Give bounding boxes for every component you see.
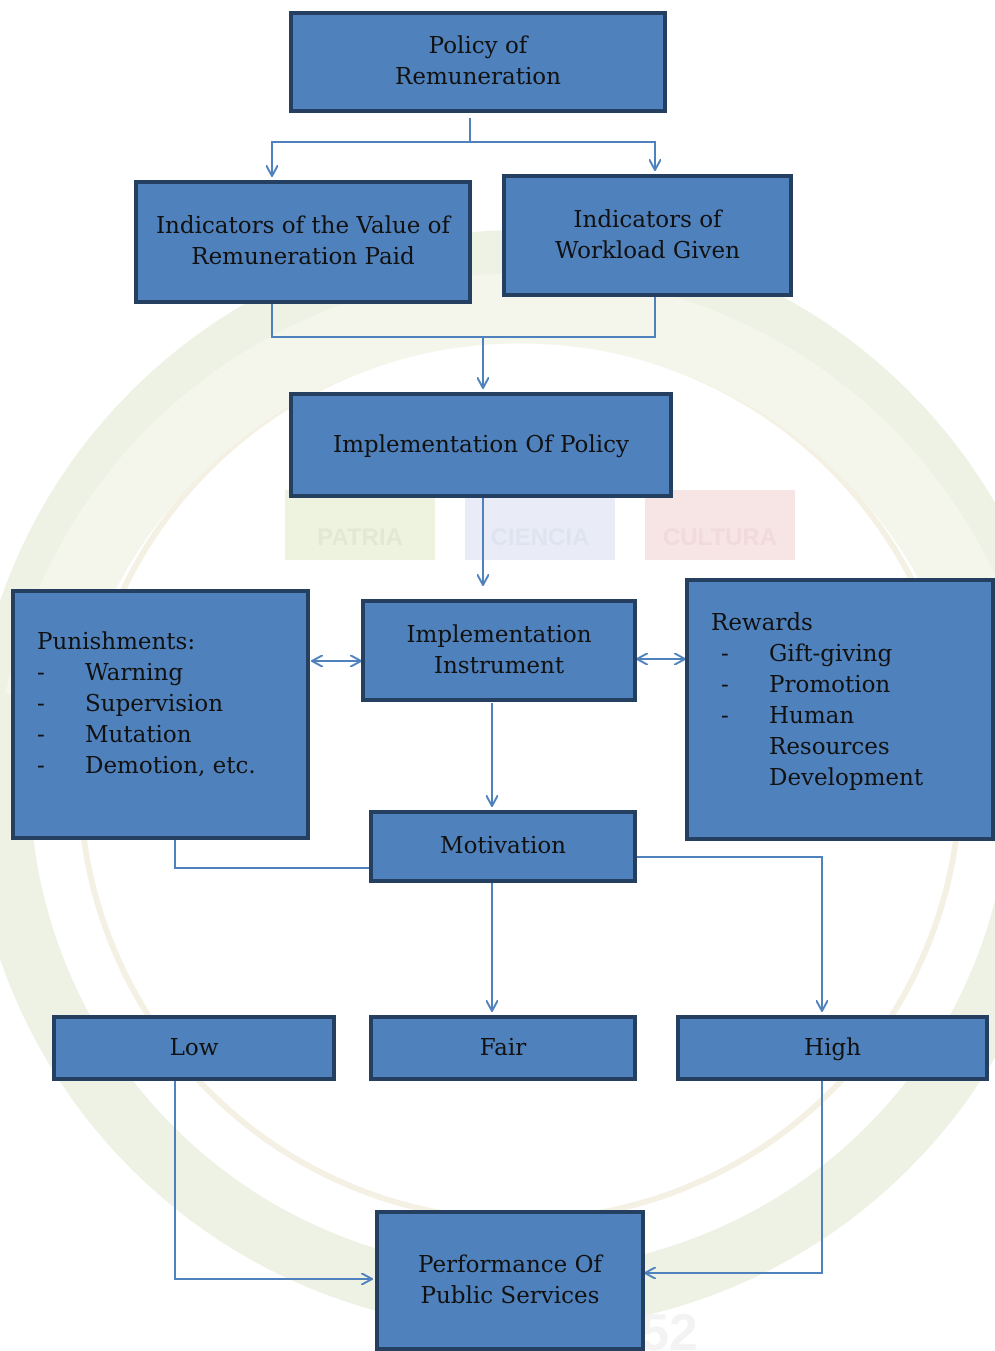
reward-item: Promotion [721,670,987,701]
punishments-list: Warning Supervision Mutation Demotion, e… [37,658,298,782]
policy-label: Policy of Remuneration [395,33,561,90]
punishment-item: Demotion, etc. [37,751,298,782]
instrument-label: Implementation Instrument [406,621,592,679]
punishment-item: Warning [37,658,298,689]
connector-merge [271,296,656,338]
arrow-low-to-performance [174,1080,372,1279]
performance-label: Performance Of Public Services [418,1251,602,1309]
reward-item: Gift-giving [721,639,987,670]
punishment-item: Supervision [37,689,298,720]
punishments-title: Punishments: [37,629,196,655]
implementation-policy-box: Implementation Of Policy [289,392,673,498]
level-fair-box: Fair [369,1015,637,1081]
motivation-label: Motivation [440,833,566,859]
performance-box: Performance Of Public Services [375,1210,645,1351]
rewards-box: Rewards Gift-giving Promotion Human Reso… [685,578,995,841]
level-low-label: Low [169,1034,219,1061]
connector-policy-workload [470,141,655,170]
connector-policy-split [272,118,471,176]
implementation-policy-label: Implementation Of Policy [332,431,629,458]
indicator-value-box: Indicators of the Value of Remuneration … [134,180,472,304]
reward-item: Human Resources Development [721,701,979,794]
punishments-box: Punishments: Warning Supervision Mutatio… [11,589,310,840]
watermark-motto-3: CULTURA [663,524,777,551]
arrow-to-high [637,856,822,1011]
punishment-item: Mutation [37,720,298,751]
rewards-list: Gift-giving Promotion Human Resources De… [711,639,987,794]
watermark-motto-1: PATRIA [317,524,403,551]
instrument-box: Implementation Instrument [361,599,637,702]
indicator-workload-label: Indicators of Workload Given [555,206,740,264]
watermark-motto-2: CIENCIA [491,524,590,551]
indicator-workload-box: Indicators of Workload Given [502,174,793,297]
policy-box: Policy of Remuneration [289,11,667,113]
level-high-box: High [676,1015,989,1081]
level-low-box: Low [52,1015,336,1081]
level-high-label: High [804,1034,861,1061]
level-fair-label: Fair [479,1034,527,1061]
motivation-box: Motivation [369,810,637,883]
arrow-high-to-performance [645,1081,823,1273]
indicator-value-label: Indicators of the Value of Remuneration … [155,213,451,270]
rewards-title: Rewards [711,610,813,636]
